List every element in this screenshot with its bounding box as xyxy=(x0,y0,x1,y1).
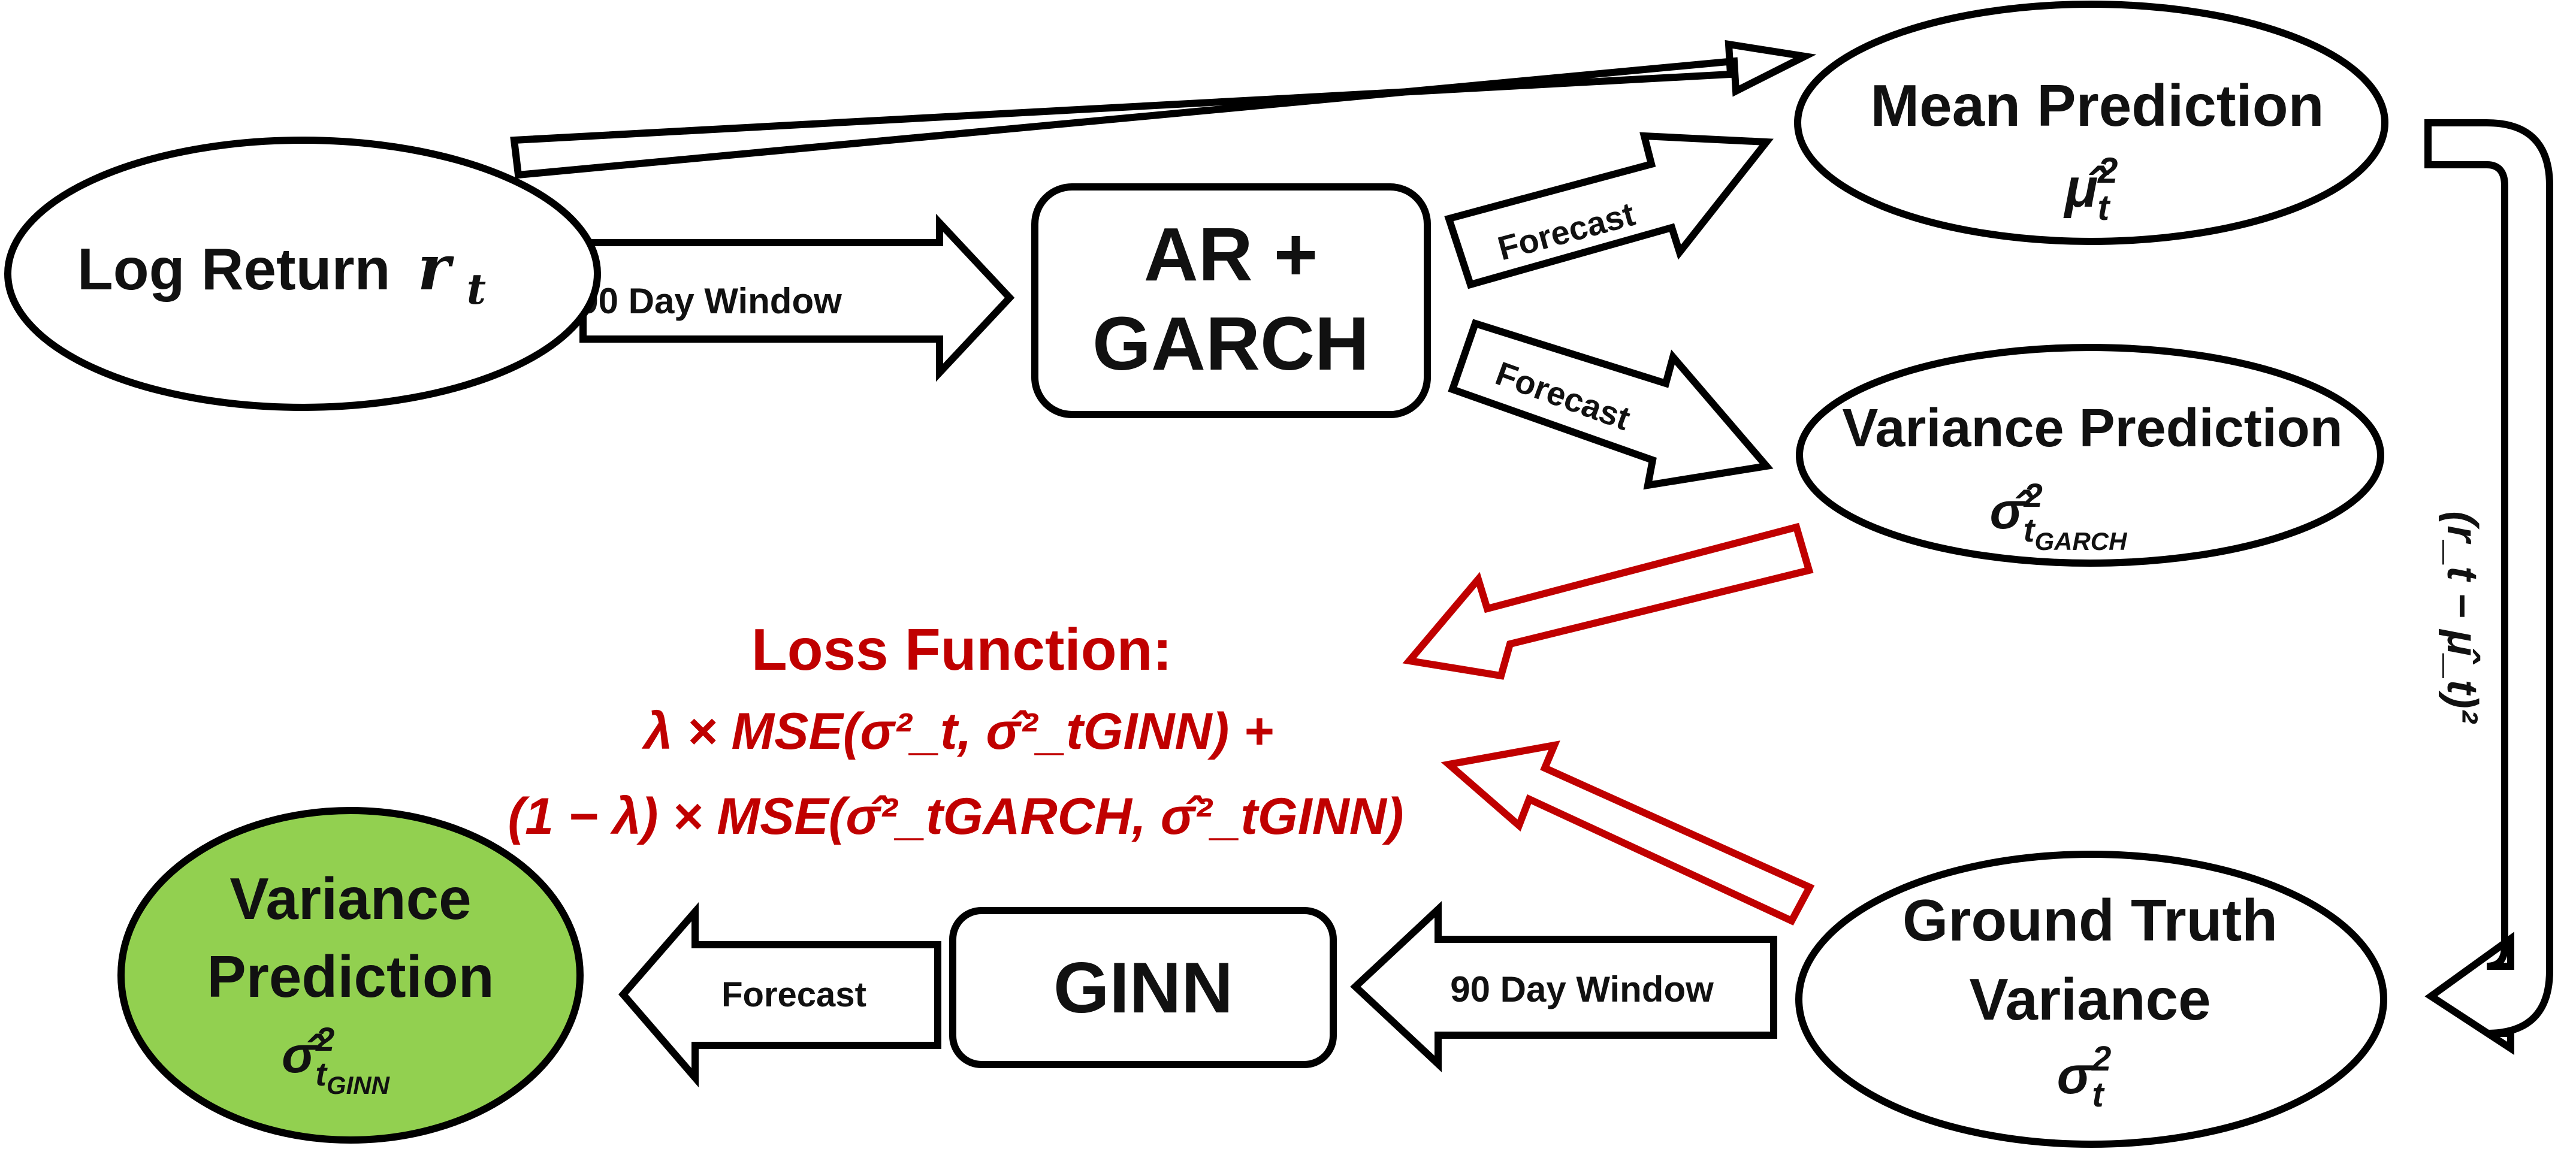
loss-line1: λ × MSE(σ²_t, σ̂²_tGINN) + xyxy=(642,703,1274,760)
arrow-window-to-ginn: 90 Day Window xyxy=(1350,901,1777,1072)
arrow-forecast-to-variance: Forecast xyxy=(1448,319,1774,490)
arrow-label-window-bottom: 90 Day Window xyxy=(1450,969,1714,1009)
variance-prediction-ginn-line2: Prediction xyxy=(207,944,494,1009)
node-log-return: Log Return r t xyxy=(4,137,601,411)
arrow-label-forecast-ginn: Forecast xyxy=(721,975,866,1014)
node-ginn: GINN xyxy=(949,907,1337,1068)
arrow-label-window-top: 90 Day Window xyxy=(578,281,842,321)
loss-title: Loss Function: xyxy=(751,616,1172,682)
arrow-forecast-to-ginn: Forecast xyxy=(618,902,941,1088)
loss-function: Loss Function: λ × MSE(σ²_t, σ̂²_tGINN) … xyxy=(508,616,1403,845)
arrow-forecast-to-mean: Forecast xyxy=(1444,132,1774,289)
arrow-logreturn-to-mean xyxy=(510,40,1817,179)
ground-truth-line2: Variance xyxy=(1969,966,2210,1032)
arrow-window-to-garch: 90 Day Window xyxy=(578,213,1015,382)
arrow-garch-to-loss xyxy=(1402,522,1814,680)
ar-garch-line1: AR + xyxy=(1144,212,1318,297)
loss-line2: (1 − λ) × MSE(σ̂²_tGARCH, σ̂²_tGINN) xyxy=(508,788,1403,845)
arrow-squared-residual: (r_t − μ̂_t)² xyxy=(2424,119,2553,1056)
arrow-groundtruth-to-loss xyxy=(1440,740,1815,926)
variance-prediction-ginn-line1: Variance xyxy=(229,866,471,932)
arrow-label-squared-residual: (r_t − μ̂_t)² xyxy=(2438,511,2486,724)
ar-garch-line2: GARCH xyxy=(1092,301,1369,386)
ginn-label: GINN xyxy=(1053,948,1233,1028)
ground-truth-line1: Ground Truth xyxy=(1902,887,2278,953)
mean-prediction-label: Mean Prediction xyxy=(1871,72,2324,138)
log-return-label: Log Return r t xyxy=(77,231,486,314)
node-ar-garch: AR + GARCH xyxy=(1031,183,1431,418)
ginn-output-ellipse xyxy=(117,807,584,1144)
variance-prediction-garch-label: Variance Prediction xyxy=(1842,398,2342,458)
